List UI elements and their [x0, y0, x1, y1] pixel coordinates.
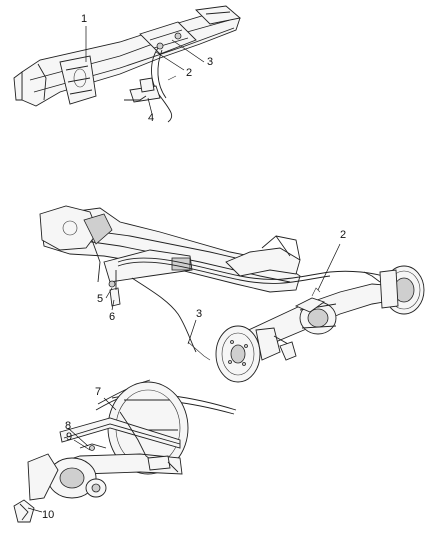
callout-8: 8 — [65, 420, 72, 432]
callout-3-mid: 3 — [196, 308, 203, 320]
callout-2-mid: 2 — [340, 229, 347, 241]
callout-10: 10 — [42, 509, 55, 521]
callout-3: 3 — [207, 56, 214, 68]
callout-1: 1 — [81, 13, 88, 25]
callout-5: 5 — [97, 293, 104, 305]
callout-6: 6 — [109, 311, 116, 323]
callout-7: 7 — [95, 386, 102, 398]
bottom-assembly — [13, 379, 237, 523]
middle-assembly — [39, 205, 425, 383]
callout-9: 9 — [66, 431, 73, 443]
callout-4: 4 — [148, 112, 155, 124]
top-frame-assembly — [13, 5, 241, 123]
callout-2: 2 — [186, 67, 193, 79]
leader-lines — [27, 26, 341, 513]
